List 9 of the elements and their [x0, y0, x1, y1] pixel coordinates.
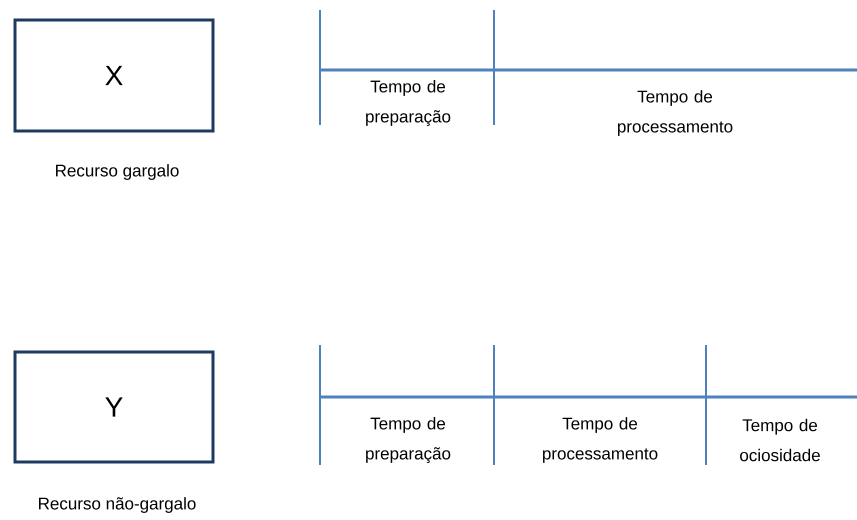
resource-box: Y: [14, 350, 214, 464]
resource-box: X: [14, 18, 214, 132]
box-caption: Recurso gargalo: [56, 164, 179, 180]
timeline-label: Tempo de preparação: [366, 417, 450, 463]
timeline-label: Tempo de processamento: [618, 90, 732, 136]
timeline-label: Tempo de preparação: [366, 80, 450, 126]
box-caption: Recurso não-gargalo: [39, 497, 196, 513]
timeline-label: Tempo de processamento: [543, 417, 658, 463]
timeline-label: Tempo de ociosidade: [740, 418, 820, 462]
